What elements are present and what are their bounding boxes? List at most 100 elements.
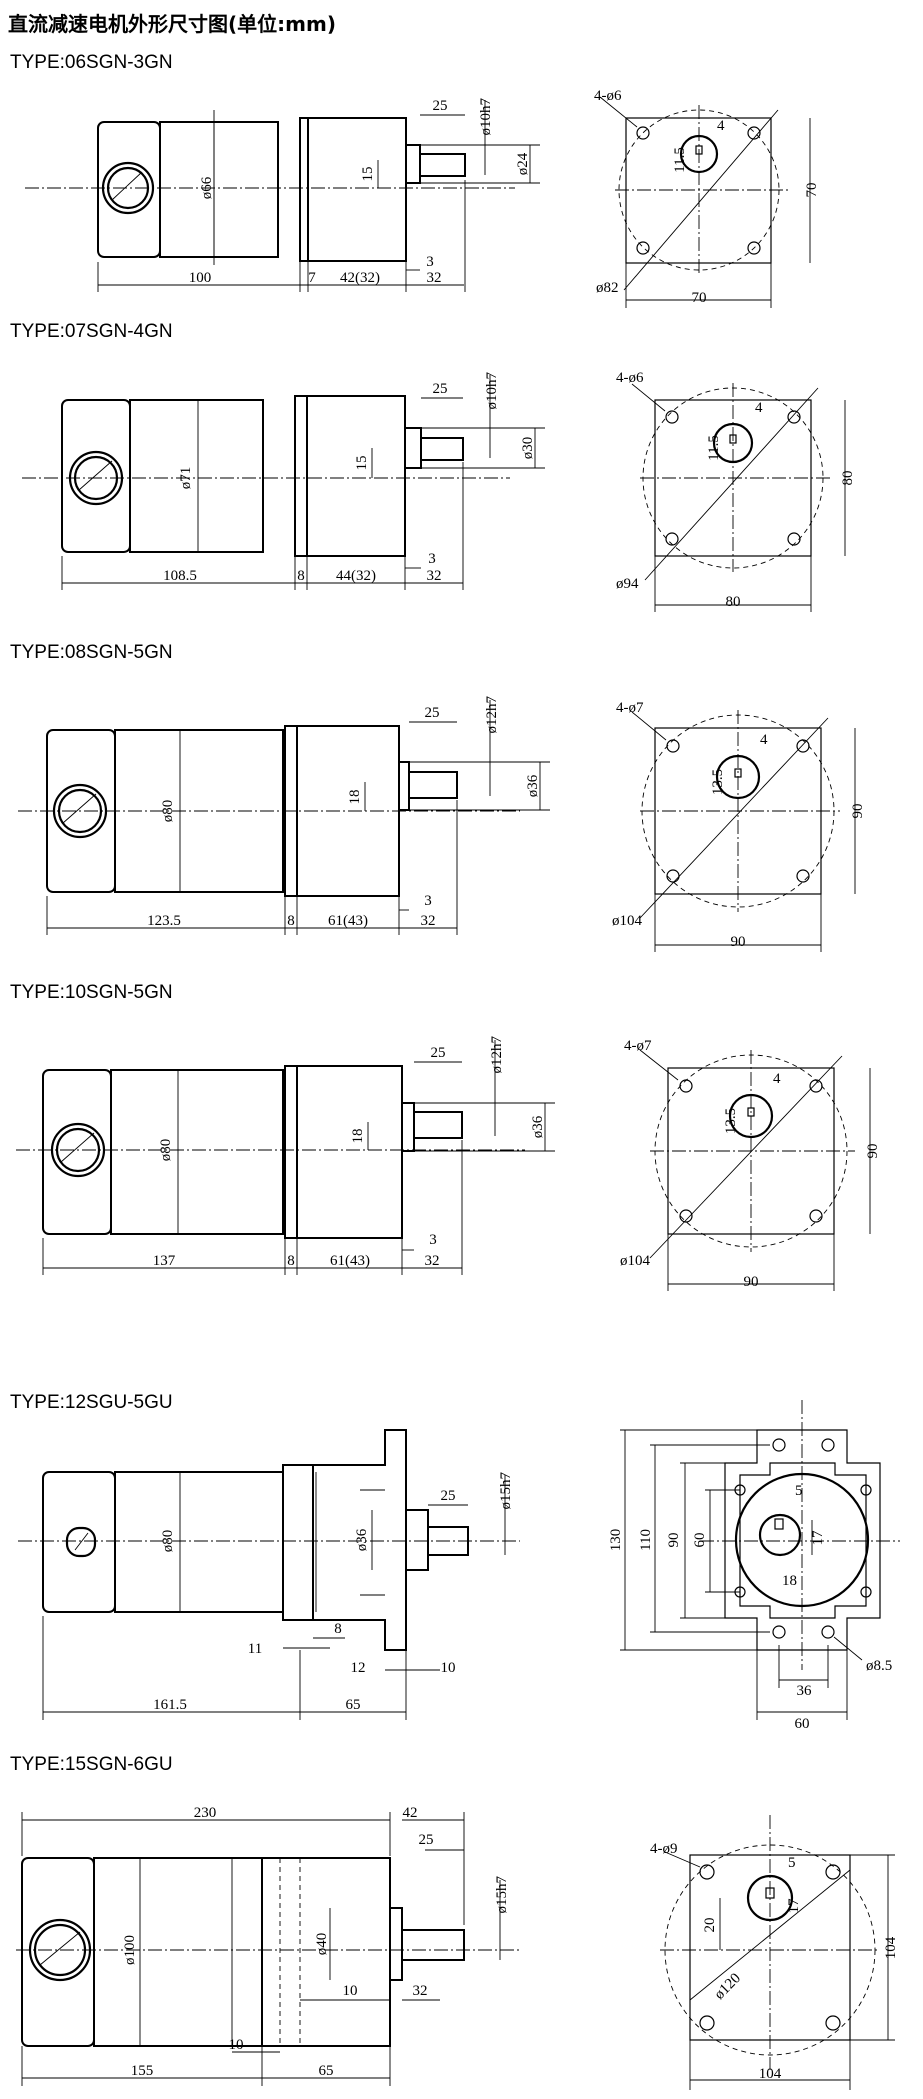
flange-inner (739, 1462, 867, 1619)
dim-flange-width: 80 (726, 594, 741, 610)
dim-shaft-diameter: ø15h7 (498, 1472, 514, 1510)
dim-key-width: 4 (760, 732, 768, 748)
dim-60: 60 (692, 1533, 708, 1548)
dim-pcd: ø104 (620, 1253, 651, 1269)
mount-hole (665, 410, 679, 424)
mount-hole (747, 126, 761, 140)
dim-flange-height: 70 (804, 183, 820, 198)
side-view: ø80 137 8 61(43) 32 3 25 ø12h7 ø36 18 (16, 1036, 555, 1275)
type-label: TYPE:15SGN-6GU (10, 1754, 173, 1775)
dim-body-length: 137 (153, 1253, 176, 1269)
dim-key-height: 17 (786, 1898, 802, 1914)
dim-key-length: 25 (419, 1832, 434, 1848)
dim-12: 12 (351, 1660, 366, 1676)
gearbox (282, 1464, 314, 1621)
dim-shaft-diameter: ø10h7 (478, 98, 494, 136)
dim-key-width: 4 (717, 118, 725, 134)
type-label: TYPE:07SGN-4GN (10, 321, 173, 342)
dim-shaft-length: 32 (421, 913, 436, 929)
dim-130: 130 (608, 1529, 624, 1552)
dim-body-length: 123.5 (147, 913, 181, 929)
mount-hole (772, 1438, 786, 1452)
mount-hole (796, 869, 810, 883)
dim-pcd: ø82 (596, 280, 619, 296)
dim-90: 90 (666, 1533, 682, 1548)
mount-hole (666, 869, 680, 883)
dim-pcd: ø104 (612, 913, 643, 929)
dim-11: 11 (248, 1641, 262, 1657)
dim-pilot-diameter: ø36 (525, 774, 541, 797)
motor-section-5: TYPE:12SGU-5GU ø80 ø36 25 ø15h7 11 (10, 1392, 900, 1732)
mount-hole (821, 1625, 835, 1639)
mount-hole (787, 410, 801, 424)
dim-key-length: 25 (433, 381, 448, 397)
mount-hole (825, 1864, 841, 1880)
motor-body (129, 399, 264, 553)
dim-60-width: 60 (795, 1716, 810, 1732)
dim-flange-width: 90 (731, 934, 746, 950)
side-view: ø80 123.5 8 61(43) 32 3 25 ø12h7 ø36 18 (18, 696, 550, 935)
motor-endcap (42, 1471, 116, 1613)
mount-hole (665, 532, 679, 546)
dim-key-height: 11.5 (706, 435, 722, 461)
motor-body (110, 1069, 284, 1235)
dim-flange-height: 90 (865, 1144, 881, 1159)
dim-flange-length: 65 (319, 2063, 334, 2079)
dim-gear-length: 44(32) (336, 568, 376, 584)
dim-key-height: 11.5 (672, 147, 688, 173)
dim-shaft-diameter: ø10h7 (484, 372, 500, 410)
gear-flange (299, 117, 309, 262)
dim-key-height: 15 (354, 456, 370, 471)
dim-36: 36 (797, 1683, 813, 1699)
front-view: 4-ø7 4 13.5 90 90 ø104 (612, 700, 866, 952)
gearbox (306, 395, 406, 557)
dim-shaft-length: 32 (427, 568, 442, 584)
dim-17: 17 (810, 1530, 826, 1546)
front-view: 4-ø6 4 11.5 80 80 ø94 (616, 370, 856, 612)
body-diameter: ø100 (122, 1935, 138, 1965)
motor-section-1: TYPE:06SGN-3GN ø66 100 7 42(32) (10, 52, 820, 308)
dim-shaft-diameter: ø12h7 (489, 1036, 505, 1074)
mount-hole (679, 1209, 693, 1223)
dim-key-width: 5 (795, 1483, 803, 1499)
dim-gear-length: 42(32) (340, 270, 380, 286)
dim-flange-width: 90 (744, 1274, 759, 1290)
dim-gap: 8 (287, 913, 295, 929)
front-view: 4-ø6 4 11.5 70 70 ø82 (594, 88, 820, 308)
front-view: 4-ø7 4 13.5 90 90 ø104 (620, 1038, 881, 1291)
dim-body-length: 155 (131, 2063, 154, 2079)
motor-endcap (61, 399, 131, 553)
body-diameter: ø80 (160, 800, 176, 823)
motor-section-6: TYPE:15SGN-6GU 230 42 25 ø15h7 (10, 1754, 899, 2090)
pilot (398, 761, 410, 811)
output-shaft (401, 1929, 465, 1961)
body-diameter: ø66 (199, 176, 215, 199)
dim-18: 18 (782, 1573, 797, 1589)
dim-key-width: 4 (755, 400, 763, 416)
motor-endcap (21, 1857, 95, 2047)
front-view: 130 110 90 60 5 17 18 36 60 (608, 1400, 900, 1732)
dim-body-length: 108.5 (163, 568, 197, 584)
dim-flange-width: 70 (692, 290, 707, 306)
dim-body-length: 161.5 (153, 1697, 187, 1713)
dim-shaft-diameter: ø15h7 (494, 1876, 510, 1914)
output-shaft (420, 437, 464, 461)
mount-hole (821, 1438, 835, 1452)
type-label: TYPE:10SGN-5GN (10, 982, 173, 1003)
mount-hole (796, 739, 810, 753)
dim-shaft-length: 32 (425, 1253, 440, 1269)
dim-key-length: 25 (425, 705, 440, 721)
dim-holes: 4-ø7 (616, 700, 644, 716)
mount-hole (747, 241, 761, 255)
dim-key-height: 13.5 (710, 769, 726, 795)
mount-hole (666, 739, 680, 753)
side-view: ø71 108.5 8 44(32) 32 3 25 ø10h7 ø30 15 (22, 372, 545, 590)
mount-hole (699, 1864, 715, 1880)
dim-flange-width: 104 (759, 2066, 782, 2082)
dim-gear-length: 61(43) (328, 913, 368, 929)
pilot (401, 1102, 415, 1152)
dim-110: 110 (638, 1529, 654, 1551)
dim-key-height: 15 (360, 167, 376, 182)
mount-hole (699, 2015, 715, 2031)
